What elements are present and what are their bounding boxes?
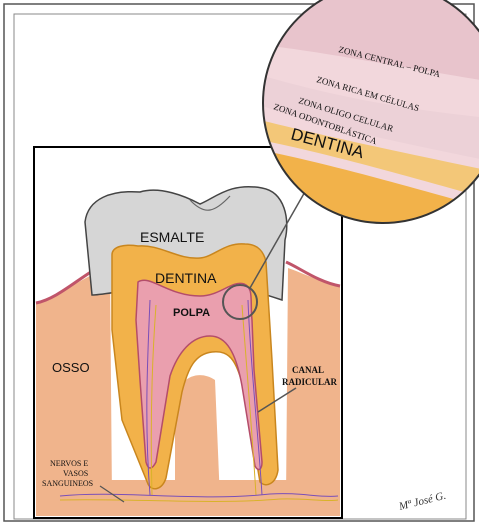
polpa-label: POLPA [173,307,210,319]
esmalte-label: ESMALTE [140,229,204,245]
canal-label-line1: CANAL [292,365,324,375]
nervos-label-line2: VASOS [63,469,88,478]
canal-label-line2: RADICULAR [282,377,338,387]
dentina-label: DENTINA [155,270,217,286]
nervos-label-line1: NERVOS E [50,459,88,468]
nervos-label-line3: SANGUINEOS [42,479,93,488]
osso-label: OSSO [52,360,90,375]
